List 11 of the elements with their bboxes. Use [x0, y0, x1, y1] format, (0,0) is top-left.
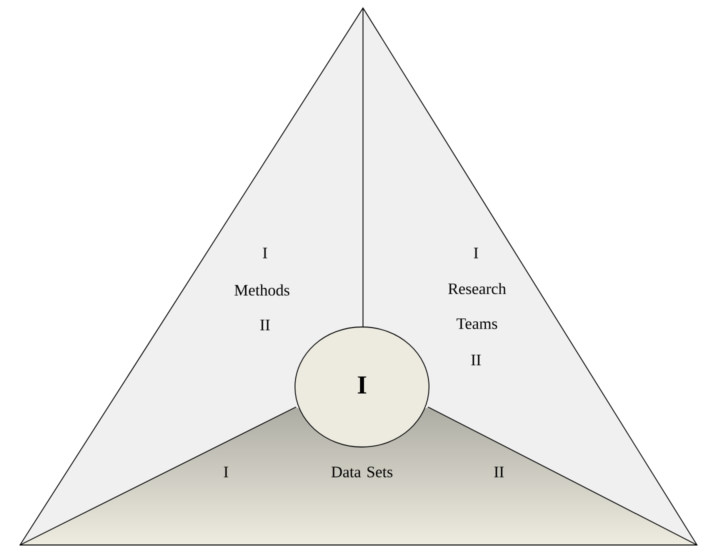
label: I: [474, 248, 478, 258]
label: I: [224, 466, 228, 478]
center-ellipse: [294, 326, 430, 448]
label: Research Teams: [448, 282, 506, 330]
label: Methods: [234, 284, 290, 296]
label: I: [262, 248, 268, 258]
label: II: [494, 466, 504, 478]
label: I: [358, 376, 366, 394]
label: II: [260, 320, 270, 330]
label: Data Sets: [331, 466, 392, 478]
label: II: [471, 354, 481, 366]
